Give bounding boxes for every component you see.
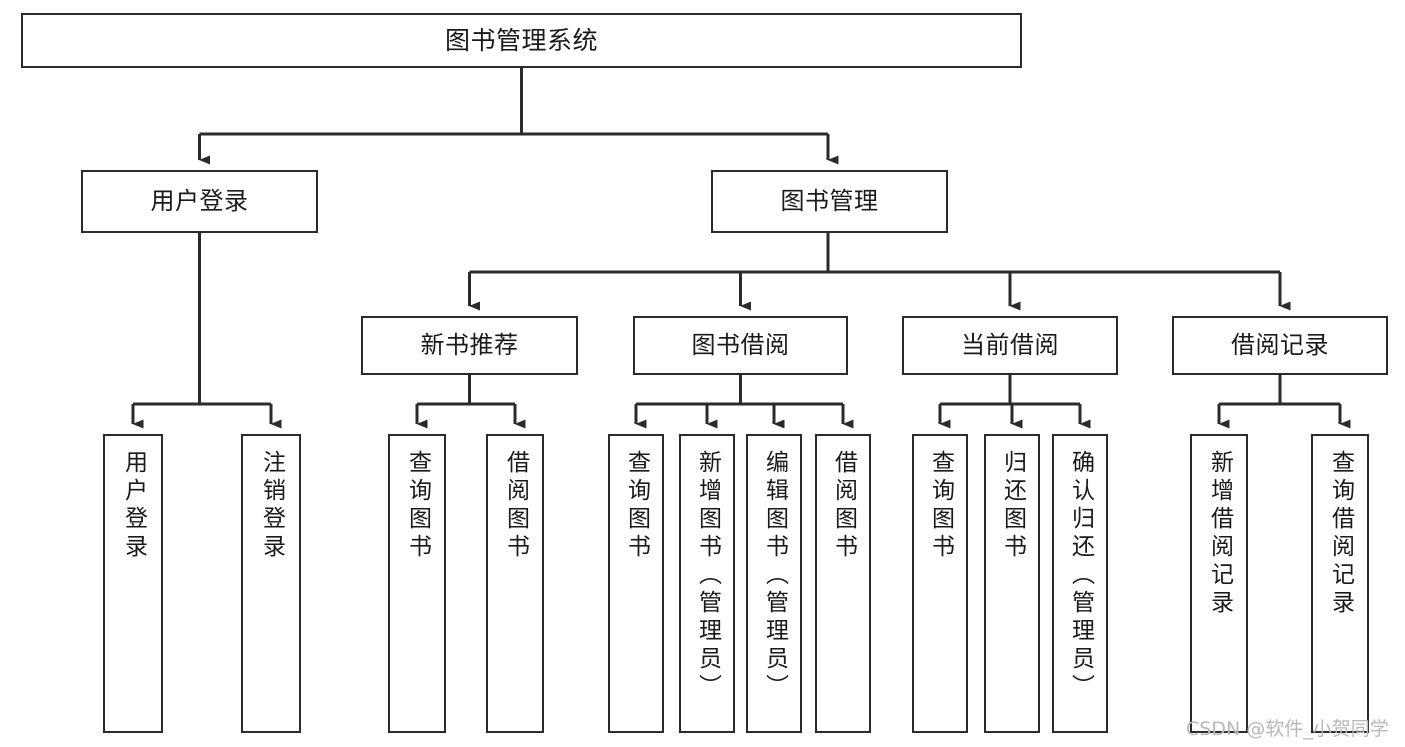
node-label: 借阅图书 [502,450,529,562]
leaf-borrow-book-recommend[interactable]: 借阅图书 [486,434,544,733]
node-label: 查询图书 [623,450,650,562]
leaf-query-book-borrow[interactable]: 查询图书 [608,434,664,733]
leaf-edit-book-admin[interactable]: 编辑图书（管理员） [746,434,802,733]
node-label: 图书管理 [780,187,879,216]
node-label: 新书推荐 [420,331,519,360]
node-label: 图书借阅 [691,331,790,360]
leaf-add-borrow-record[interactable]: 新增借阅记录 [1190,434,1248,733]
node-label: 查询借阅记录 [1327,450,1354,618]
node-label: 用户登录 [150,187,249,216]
leaf-logout[interactable]: 注销登录 [241,434,301,733]
node-label: 确认归还（管理员） [1067,450,1094,702]
node-borrow-record[interactable]: 借阅记录 [1172,316,1388,375]
node-new-book-recommend[interactable]: 新书推荐 [361,316,578,375]
node-label: 借阅图书 [830,450,857,562]
node-current-borrow[interactable]: 当前借阅 [902,316,1118,375]
node-label: 新增图书（管理员） [694,450,721,702]
leaf-query-borrow-record[interactable]: 查询借阅记录 [1311,434,1369,733]
node-label: 注销登录 [258,450,285,562]
node-label: 新增借阅记录 [1206,450,1233,618]
leaf-add-book-admin[interactable]: 新增图书（管理员） [679,434,735,733]
leaf-borrow-book[interactable]: 借阅图书 [815,434,871,733]
leaf-query-book-recommend[interactable]: 查询图书 [388,434,446,733]
connectors [131,68,1351,429]
leaf-return-book[interactable]: 归还图书 [984,434,1040,733]
node-label: 查询图书 [404,450,431,562]
node-user-login[interactable]: 用户登录 [81,170,318,233]
node-label: 查询图书 [927,450,954,562]
node-root-system[interactable]: 图书管理系统 [21,13,1022,68]
node-book-management[interactable]: 图书管理 [711,170,948,233]
node-label: 借阅记录 [1231,331,1329,360]
node-book-borrow[interactable]: 图书借阅 [633,316,848,375]
node-label: 图书管理系统 [444,25,598,55]
node-label: 编辑图书（管理员） [761,450,788,702]
csdn-watermark: CSDN @软件_小贺同学 [1186,718,1389,740]
node-label: 当前借阅 [961,331,1059,360]
leaf-confirm-return-admin[interactable]: 确认归还（管理员） [1052,434,1108,733]
leaf-query-book-current[interactable]: 查询图书 [912,434,968,733]
leaf-user-login[interactable]: 用户登录 [103,434,163,733]
node-label: 用户登录 [120,450,147,562]
node-label: 归还图书 [999,450,1026,562]
